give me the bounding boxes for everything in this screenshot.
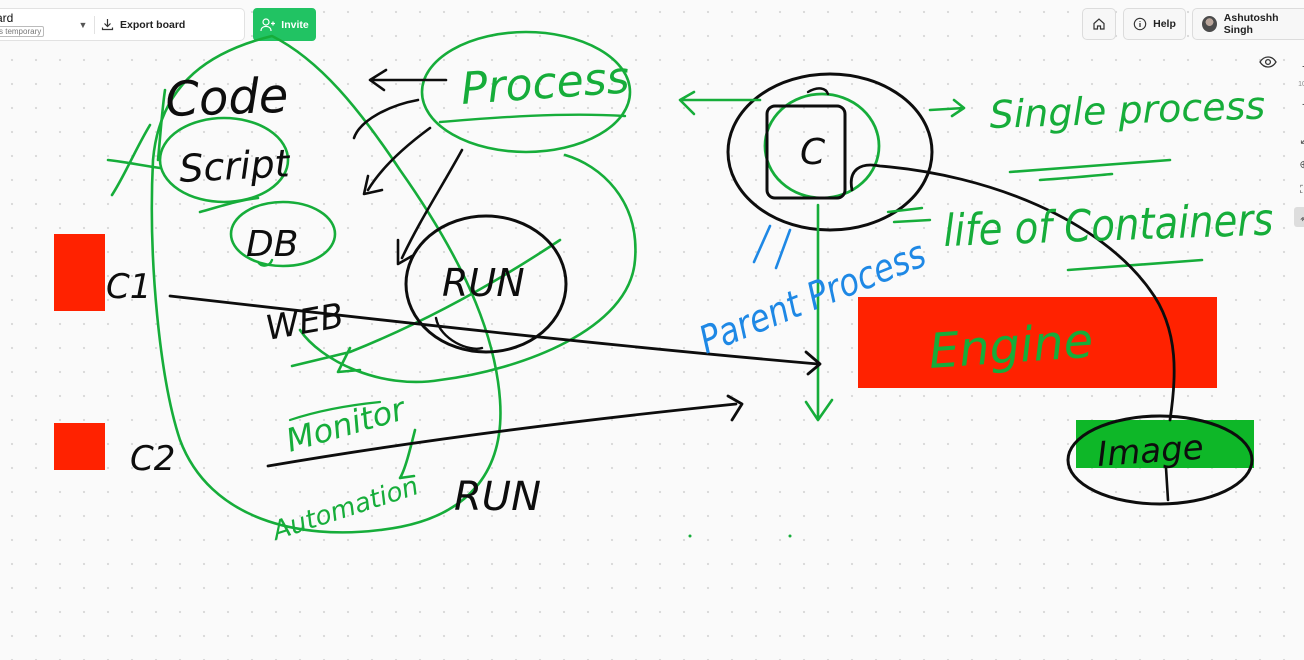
- label-code: Code: [164, 68, 289, 128]
- c2-arrow[interactable]: [266, 394, 744, 468]
- board-name[interactable]: ard: [0, 12, 14, 25]
- monitoring-lasso[interactable]: [150, 34, 502, 534]
- help-label: Help: [1153, 18, 1176, 30]
- script-circle[interactable]: [158, 116, 290, 204]
- label-web: WEB: [263, 296, 347, 349]
- zoom-level: 100: [1298, 80, 1304, 88]
- code-strike[interactable]: [106, 88, 167, 197]
- zoom-in-icon[interactable]: +: [1296, 56, 1304, 76]
- home-button[interactable]: [1082, 8, 1116, 40]
- export-board-label: Export board: [120, 18, 186, 31]
- process-back-arrow[interactable]: [368, 68, 448, 92]
- board-menu[interactable]: ard s temporary ▼ Export board: [0, 8, 245, 41]
- parent-process-strokes[interactable]: [752, 224, 792, 270]
- eye-icon[interactable]: [1258, 52, 1278, 72]
- c1-block[interactable]: [54, 234, 105, 311]
- invite-label: Invite: [281, 18, 309, 31]
- info-icon: [1133, 17, 1147, 31]
- home-icon: [1093, 18, 1105, 30]
- label-parent-process: Parent Process: [693, 232, 932, 363]
- label-process: Process: [459, 52, 631, 115]
- label-monitor: Monitor: [282, 389, 411, 460]
- container-left-arrow[interactable]: [678, 90, 762, 116]
- run-circle[interactable]: [404, 214, 568, 354]
- chevron-down-icon[interactable]: ▼: [78, 19, 88, 30]
- c2-block[interactable]: [54, 423, 105, 470]
- container-right-arrow[interactable]: [928, 98, 966, 118]
- top-left-toolbar: ard s temporary ▼ Export board Invite: [0, 8, 316, 41]
- image-circle[interactable]: [1066, 414, 1254, 506]
- c1-arrow[interactable]: [168, 294, 822, 376]
- label-engine: Engine: [927, 313, 1095, 380]
- invite-button[interactable]: Invite: [253, 8, 316, 41]
- user-name: Ashutoshh Singh: [1223, 12, 1279, 36]
- collapse-icon[interactable]: ↙: [1294, 130, 1304, 150]
- zoom-out-icon[interactable]: −: [1296, 94, 1304, 114]
- label-single-process: Single process: [989, 83, 1266, 137]
- label-run-lower: RUN: [454, 474, 541, 520]
- download-icon: [101, 19, 114, 31]
- label-automation: Automation: [267, 471, 422, 547]
- user-menu[interactable]: Ashutoshh Singh: [1192, 8, 1304, 40]
- add-user-icon: [260, 17, 276, 31]
- divider: [94, 15, 95, 34]
- process-circle[interactable]: [420, 30, 632, 154]
- run-lasso[interactable]: [298, 153, 637, 384]
- container-outer-circle[interactable]: [726, 72, 934, 232]
- pointer-icon[interactable]: ➶: [1294, 207, 1304, 227]
- monitor-arrow[interactable]: [290, 238, 562, 374]
- label-c1: C1: [106, 267, 151, 307]
- label-script: Script: [178, 141, 292, 191]
- container-square[interactable]: [765, 104, 847, 200]
- fit-icon[interactable]: ⊕: [1294, 154, 1304, 174]
- help-button[interactable]: Help: [1123, 8, 1186, 40]
- db-circle[interactable]: [229, 200, 337, 268]
- container-image-link[interactable]: [849, 163, 1176, 422]
- label-c2: C2: [130, 439, 175, 479]
- avatar: [1202, 16, 1217, 32]
- label-db: DB: [246, 224, 298, 265]
- label-life-of-containers: life of Containers: [943, 195, 1275, 257]
- label-container: C: [800, 132, 826, 173]
- automation-arrow[interactable]: [398, 428, 417, 480]
- engine-block[interactable]: [858, 297, 1217, 388]
- container-down-arrow[interactable]: [804, 203, 834, 422]
- board-status-badge: s temporary: [0, 26, 45, 37]
- fullscreen-icon[interactable]: ⛶: [1300, 183, 1304, 196]
- label-run-inner: RUN: [442, 261, 525, 305]
- label-image: Image: [1096, 428, 1205, 475]
- export-board-button[interactable]: Export board: [101, 18, 185, 31]
